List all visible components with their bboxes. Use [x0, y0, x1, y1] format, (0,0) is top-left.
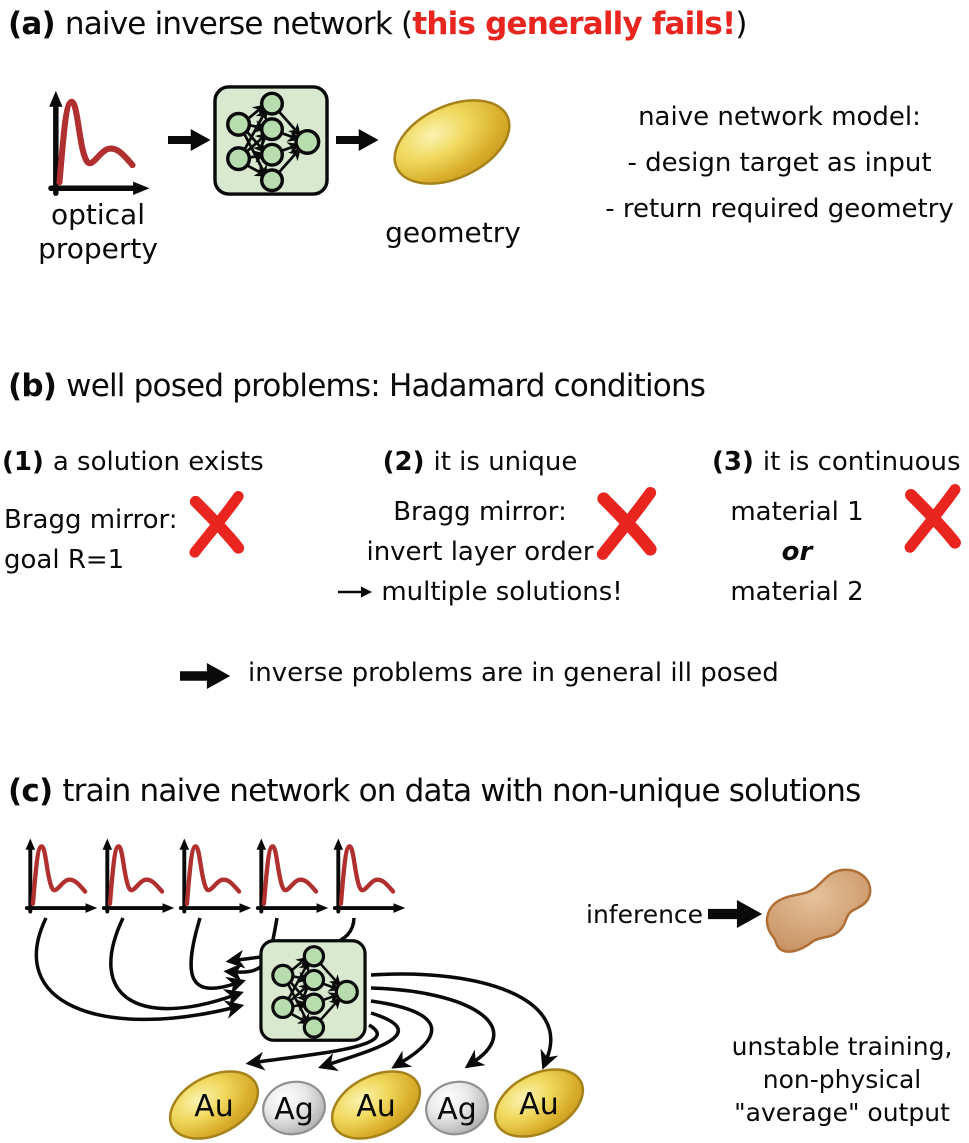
conclusion-text: inverse problems are in general ill pose…: [248, 658, 779, 688]
caption-line: unstable training,: [731, 1032, 953, 1061]
spectrum-plot-icon: [26, 838, 98, 912]
spectrum-plot-icon: [180, 838, 252, 912]
gold-ellipse-icon: [393, 99, 511, 185]
silver-ellipse-icon: [262, 1080, 326, 1136]
panel-a-title: (a)naive inverse network (this generally…: [8, 6, 747, 42]
condition-3-body: material 1 or material 2: [702, 492, 892, 612]
thin-arrow-icon: [338, 586, 373, 598]
condition-3-num: (3): [712, 447, 754, 477]
caption-line: "average" output: [734, 1098, 950, 1127]
blob-icon: [765, 868, 872, 953]
condition-3-line: material 2: [730, 577, 864, 607]
material-label: Au: [356, 1089, 396, 1124]
condition-1-heading: (1) a solution exists: [2, 447, 264, 477]
gold-ellipse-icon: [493, 1068, 585, 1138]
material-label: Ag: [274, 1092, 314, 1127]
condition-3-name: it is continuous: [762, 447, 961, 477]
condition-2-line: Bragg mirror:: [393, 497, 567, 527]
condition-2-name: it is unique: [433, 447, 578, 477]
panel-a-title-close: ): [735, 6, 747, 42]
condition-3-line: or: [781, 537, 813, 567]
silver-ellipse-icon: [425, 1080, 489, 1136]
panel-a-title-text: naive inverse network (: [64, 6, 413, 42]
condition-1-num: (1): [2, 447, 44, 477]
inference-label: inference: [586, 900, 704, 929]
panel-a-warning: this generally fails!: [412, 6, 736, 42]
red-cross-icon: [592, 480, 662, 564]
condition-1-line: Bragg mirror:: [4, 505, 178, 535]
notes-item: - design target as input: [627, 148, 932, 178]
spectrum-plot-icon: [257, 838, 329, 912]
caption-line: non-physical: [762, 1065, 922, 1094]
panel-b-title: (b)well posed problems: Hadamard conditi…: [8, 368, 706, 404]
input-label: optical property: [38, 198, 158, 265]
condition-2-line: multiple solutions!: [305, 572, 655, 612]
condition-3-line: material 1: [730, 497, 864, 527]
condition-2-body: Bragg mirror: invert layer order multipl…: [305, 492, 655, 612]
condition-1-body: Bragg mirror: goal R=1: [4, 500, 178, 580]
panel-a-tag: (a): [8, 6, 56, 42]
material-label: Ag: [437, 1092, 477, 1127]
spectrum-plot-icon: [30, 86, 162, 198]
block-arrow-icon: [168, 124, 212, 156]
condition-2-heading: (2) it is unique: [330, 447, 630, 477]
notes-item: - return required geometry: [605, 194, 954, 224]
panel-c-title: (c)train naive network on data with non-…: [8, 773, 861, 809]
converging-arrows: [34, 917, 356, 1022]
panel-a-notes: naive network model: - design target as …: [590, 94, 969, 232]
red-cross-icon: [900, 477, 966, 557]
spectrum-plot-icon: [334, 838, 406, 912]
neural-network-icon: [261, 941, 365, 1041]
condition-1-name: a solution exists: [52, 447, 264, 477]
gold-ellipse-icon: [168, 1070, 260, 1140]
panel-c-caption: unstable training, non-physical "average…: [702, 1030, 969, 1129]
condition-3-heading: (3) it is continuous: [712, 447, 961, 477]
output-label: geometry: [385, 216, 521, 249]
panel-b-tag: (b): [8, 368, 57, 404]
material-label: Au: [519, 1087, 559, 1122]
notes-heading: naive network model:: [638, 102, 921, 132]
condition-1-line: goal R=1: [4, 545, 125, 575]
neural-network-icon: [212, 84, 330, 197]
panel-b-title-text: well posed problems: Hadamard conditions: [66, 368, 706, 404]
gold-ellipse-icon: [330, 1070, 422, 1140]
spectrum-plot-icon: [103, 838, 175, 912]
panel-c-title-text: train naive network on data with non-uni…: [62, 773, 861, 809]
red-cross-icon: [185, 485, 249, 561]
diverging-arrows: [245, 972, 559, 1071]
condition-2-line: invert layer order: [366, 537, 594, 567]
block-arrow-icon: [336, 124, 380, 156]
block-arrow-icon: [180, 660, 232, 692]
panel-c-tag: (c): [8, 773, 53, 809]
material-label: Au: [194, 1089, 234, 1124]
training-diagram: Au Ag Au Ag Au: [10, 828, 585, 1140]
condition-2-num: (2): [382, 447, 425, 477]
